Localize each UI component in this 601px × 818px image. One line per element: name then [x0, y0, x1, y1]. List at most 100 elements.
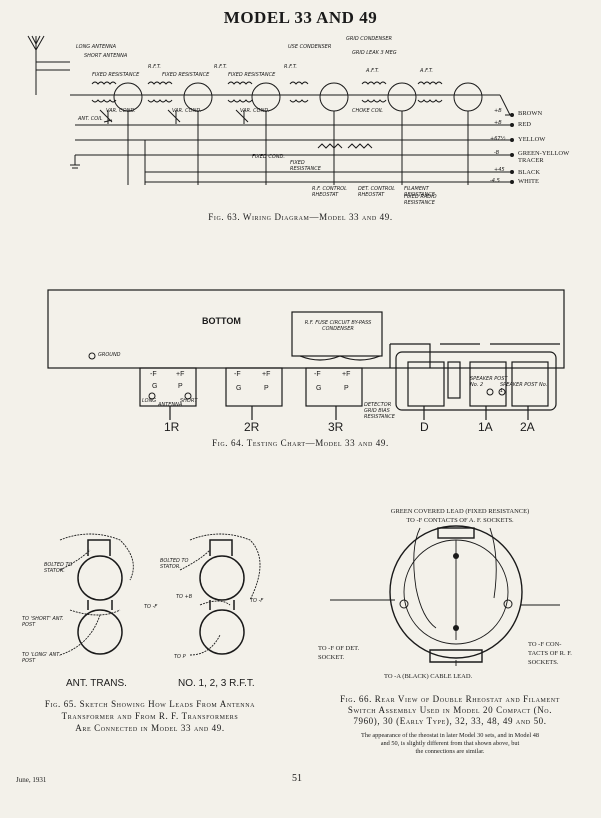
fig66-caption-line-2: Switch Assembly Used in Model 20 Compact…	[347, 705, 553, 715]
label-grid-leak: GRID LEAK 3 MEG	[352, 50, 397, 56]
fig66-left-note-line-1: TO -F OF DET.	[318, 645, 360, 652]
socket-2r-p: P	[264, 385, 269, 392]
fig65-caption-line-1: Fig. 65. Sketch Showing How Leads From A…	[44, 699, 256, 709]
fig65-caption-line-3: Are Connected in Model 33 and 49.	[75, 723, 225, 733]
socket-2r-minus-f: -F	[234, 371, 241, 378]
label-long-antenna: LONG ANTENNA	[76, 44, 117, 50]
fig66-bottom-note: TO -A (BLACK) CABLE LEAD.	[384, 673, 473, 680]
fig66-right-note-line-2: TACTS OF R. F.	[528, 650, 572, 657]
fig66-caption: Fig. 66. Rear View of Double Rheostat an…	[310, 694, 590, 727]
fig66-right-note: TO -F CON- TACTS OF R. F. SOCKETS.	[528, 640, 572, 667]
fig65-caption-line-2: Transformer and From R. F. Transformers	[61, 711, 239, 721]
fig66-note-line-1: The appearance of the rheostat in later …	[360, 732, 539, 739]
fig65-bolted-stator-2: BOLTED TO STATOR.	[160, 558, 189, 570]
fig65-to-minus-f-1: TO -F	[144, 604, 158, 610]
socket-2r-g: G	[236, 385, 242, 392]
fig66-caption-line-3: 7960), 30 (Early Type), 32, 33, 48, 49 a…	[353, 716, 547, 726]
antenna-label: ANTENNA	[158, 402, 183, 408]
lead-brown: BROWN	[518, 110, 543, 117]
speaker-post-1: SPEAKER POST No. 1	[500, 382, 548, 394]
fig66-right-note-line-3: SOCKETS.	[528, 659, 559, 666]
fig65-caption: Fig. 65. Sketch Showing How Leads From A…	[0, 698, 300, 734]
terminal-5: +45	[494, 167, 505, 173]
label-det-control-rheostat: DET. CONTROL RHEOSTAT	[358, 186, 396, 198]
section-d: D	[420, 420, 429, 434]
fig65-to-plus-b: TO +B	[176, 594, 193, 600]
section-2a: 2A	[520, 420, 535, 434]
terminal-2: +B	[494, 120, 502, 126]
fig65-to-p: TO P	[174, 654, 186, 660]
detector-grid-bias-label: DETECTOR GRID BIAS RESISTANCE	[364, 402, 395, 420]
fig66-note-line-2: and 50, is slightly different from that …	[380, 740, 520, 747]
lead-white: WHITE	[518, 178, 539, 185]
label-rft-1: R.F.T.	[148, 64, 161, 70]
socket-3r-g: G	[316, 385, 322, 392]
fig65-short-ant-post: TO 'SHORT' ANT. POST	[22, 616, 64, 628]
socket-2r-plus-f: +F	[262, 371, 271, 378]
socket-1r-plus-f: +F	[176, 371, 185, 378]
fig66-left-note-line-2: SOCKET.	[318, 654, 345, 661]
label-fixed-resistance-1: FIXED RESISTANCE	[92, 72, 140, 78]
antenna-long: LONG	[142, 398, 157, 404]
label-rft-2: R.F.T.	[214, 64, 227, 70]
section-3r: 3R	[328, 420, 344, 434]
fig66-caption-line-1: Fig. 66. Rear View of Double Rheostat an…	[340, 694, 560, 704]
fig66-left-note: TO -F OF DET. SOCKET.	[318, 644, 359, 662]
label-fixed-cond: FIXED COND.	[252, 154, 285, 160]
label-aft-1: A.F.T.	[366, 68, 379, 74]
label-fixed-resistance-2: FIXED RESISTANCE	[162, 72, 210, 78]
socket-3r-p: P	[344, 385, 349, 392]
socket-3r-minus-f: -F	[314, 371, 321, 378]
socket-1r-g: G	[152, 383, 158, 390]
label-fixed-resistance-bottom: FIXED RESISTANCE	[290, 160, 321, 172]
fig65-ant-trans: ANT. TRANS.	[66, 678, 127, 689]
label-fixed-radio-resistance: FIXED RADIO RESISTANCE	[404, 194, 437, 206]
socket-3r-plus-f: +F	[342, 371, 351, 378]
page-title: MODEL 33 AND 49	[223, 8, 378, 27]
fig65-rft-label: NO. 1, 2, 3 R.F.T.	[178, 678, 255, 689]
label-use-condenser: USE CONDENSER	[288, 44, 332, 50]
label-ant-coil: ANT. COIL	[78, 116, 103, 122]
socket-1r-minus-f: -F	[150, 371, 157, 378]
label-filament-resistance: FILAMENT RESISTANCE	[404, 186, 435, 198]
lead-yellow: YELLOW	[518, 136, 546, 143]
label-choke-coil: CHOKE COIL	[352, 108, 383, 114]
bypass-condenser-label: R.F. FUSE CIRCUIT BY-PASS CONDENSER	[304, 320, 372, 332]
label-var-cond-2: VAR. COND.	[172, 108, 202, 114]
terminal-6: -4.5	[490, 178, 500, 184]
fig66-top-note: GREEN COVERED LEAD (FIXED RESISTANCE) TO…	[330, 507, 590, 525]
label-short-antenna: SHORT ANTENNA	[84, 53, 128, 59]
label-aft-2: A.F.T.	[420, 68, 433, 74]
fig66-right-note-line-1: TO -F CON-	[528, 641, 562, 648]
lead-green-yellow: GREEN-YELLOW TRACER	[518, 150, 570, 164]
lead-red: RED	[518, 121, 531, 128]
fig66-top-note-line-1: GREEN COVERED LEAD (FIXED RESISTANCE)	[390, 508, 530, 515]
section-1r: 1R	[164, 420, 180, 434]
label-rf-control-rheostat: R.F. CONTROL RHEOSTAT	[312, 186, 347, 198]
label-grid-condenser: GRID CONDENSER	[346, 36, 392, 42]
bottom-label: BOTTOM	[202, 316, 241, 326]
label-fixed-resistance-3: FIXED RESISTANCE	[228, 72, 276, 78]
page-number: 51	[292, 773, 302, 784]
section-1a: 1A	[478, 420, 493, 434]
antenna-short: SHORT	[180, 398, 198, 404]
label-var-cond-3: VAR. COND.	[240, 108, 270, 114]
fig65-long-ant-post: TO 'LONG' ANT. POST	[22, 652, 61, 664]
label-rft-3: R.F.T.	[284, 64, 297, 70]
fig66-top-note-line-2: TO -F CONTACTS OF A. F. SOCKETS.	[406, 517, 514, 524]
section-2r: 2R	[244, 420, 260, 434]
fig64-caption: Fig. 64. Testing Chart—Model 33 and 49.	[212, 438, 389, 448]
footer-date: June, 1931	[16, 776, 47, 784]
ground-label: GROUND	[98, 352, 121, 358]
terminal-1: +B	[494, 108, 502, 114]
fig65-bolted-stator-1: BOLTED TO STATOR.	[44, 562, 73, 574]
terminal-4: -B	[494, 150, 500, 156]
fig66-note-line-3: the connections are similar.	[415, 748, 485, 755]
fig66-note: The appearance of the rheostat in later …	[310, 732, 590, 756]
terminal-3: +67½	[490, 136, 506, 142]
speaker-post-2: SPEAKER POST No. 2	[470, 376, 508, 388]
